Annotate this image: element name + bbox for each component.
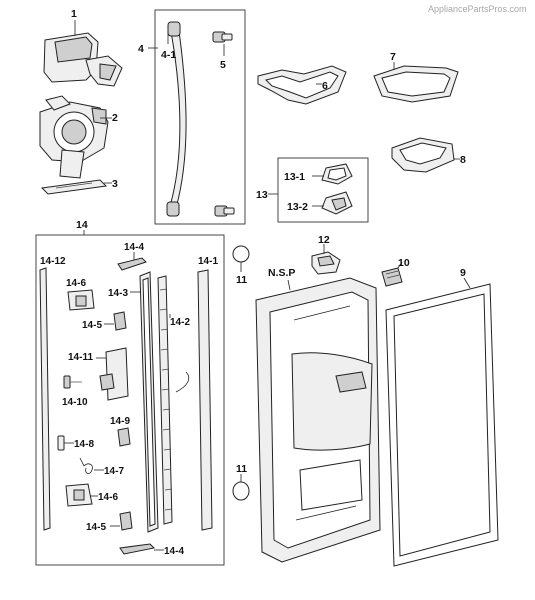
part-13-box [277, 157, 369, 223]
callout-14-6-top: 14-6 [66, 278, 86, 289]
callout-10: 10 [398, 257, 410, 269]
callout-14-5-bottom: 14-5 [86, 522, 106, 533]
part-14-6-hinge-bracket-bottom[interactable] [65, 483, 93, 507]
part-14-4-cap-top[interactable] [117, 257, 147, 271]
callout-4-1: 4-1 [161, 49, 176, 61]
callout-14-4-top: 14-4 [124, 242, 144, 253]
callout-nsp: N.S.P [268, 267, 295, 279]
part-11-plug-bottom[interactable] [232, 481, 250, 501]
part-3-cover-bar[interactable] [40, 179, 108, 195]
part-14-5-clip-top[interactable] [113, 311, 127, 331]
callout-14-3: 14-3 [108, 288, 128, 299]
part-4-door-handle[interactable] [166, 21, 187, 217]
callout-14-11: 14-11 [68, 352, 93, 363]
callout-13-1: 13-1 [284, 171, 305, 183]
callout-14-2: 14-2 [170, 317, 190, 328]
callout-14-8: 14-8 [74, 439, 94, 450]
part-13-1-cap[interactable] [321, 163, 353, 185]
part-14-10-screw[interactable] [63, 375, 82, 389]
part-5-handle-screw-top[interactable] [212, 31, 233, 43]
watermark: AppliancePartsPros.com [428, 4, 527, 14]
part-5-handle-screw-bottom[interactable] [214, 205, 235, 217]
part-14-6-hinge-bracket-top[interactable] [67, 289, 95, 311]
part-14-11-hinge-plate[interactable] [99, 347, 129, 401]
part-14-7-spring[interactable] [79, 457, 93, 474]
part-8-door-bin[interactable] [391, 137, 455, 173]
callout-14-4-bottom: 14-4 [164, 546, 184, 557]
callout-1: 1 [71, 8, 77, 20]
callout-13: 13 [256, 189, 268, 201]
callout-14-1: 14-1 [198, 256, 218, 267]
callout-14-7: 14-7 [104, 466, 124, 477]
callout-14-12: 14-12 [40, 256, 66, 267]
callout-9: 9 [460, 267, 466, 279]
callout-14-9: 14-9 [110, 416, 130, 427]
handle-parts-box [154, 9, 246, 225]
part-7-door-shelf[interactable] [373, 65, 459, 103]
callout-14-5-top: 14-5 [82, 320, 102, 331]
part-14-5-clip-bottom[interactable] [119, 511, 133, 531]
part-14-9-clip[interactable] [117, 427, 131, 447]
callout-2: 2 [112, 112, 118, 124]
callout-14: 14 [76, 219, 88, 231]
callout-13-2: 13-2 [287, 201, 308, 213]
callout-11-bottom: 11 [236, 463, 247, 475]
part-14-4-cap-bottom[interactable] [119, 543, 156, 555]
part-14-12-trim-strip[interactable] [39, 267, 51, 531]
part-6-door-guard[interactable] [257, 65, 347, 105]
callout-6: 6 [322, 80, 328, 92]
callout-5: 5 [220, 59, 226, 71]
part-14-1-door-cap-strip[interactable] [197, 269, 213, 531]
part-13-2-cap[interactable] [321, 191, 353, 215]
part-14-2-hinge-cover-strip[interactable] [157, 275, 173, 525]
callout-7: 7 [390, 51, 396, 63]
callout-14-6-bottom: 14-6 [98, 492, 118, 503]
part-10-switch[interactable] [381, 267, 403, 287]
part-14-3-door-trim[interactable] [139, 271, 159, 533]
part-14-8-pin[interactable] [57, 435, 65, 451]
part-1-dispenser-housing[interactable] [43, 32, 123, 87]
part-12-cap[interactable] [311, 251, 341, 275]
part-9-door-gasket[interactable] [385, 283, 499, 567]
callout-12: 12 [318, 234, 330, 246]
callout-14-10: 14-10 [62, 397, 88, 408]
part-11-plug-top[interactable] [232, 245, 250, 263]
door-assembly-nsp [255, 277, 381, 563]
callout-8: 8 [460, 154, 466, 166]
part-2-auger-motor-assembly[interactable] [39, 95, 109, 179]
callout-11-top: 11 [236, 274, 247, 286]
callout-4: 4 [138, 43, 144, 55]
callout-3: 3 [112, 178, 118, 190]
part-14-box [35, 234, 225, 566]
